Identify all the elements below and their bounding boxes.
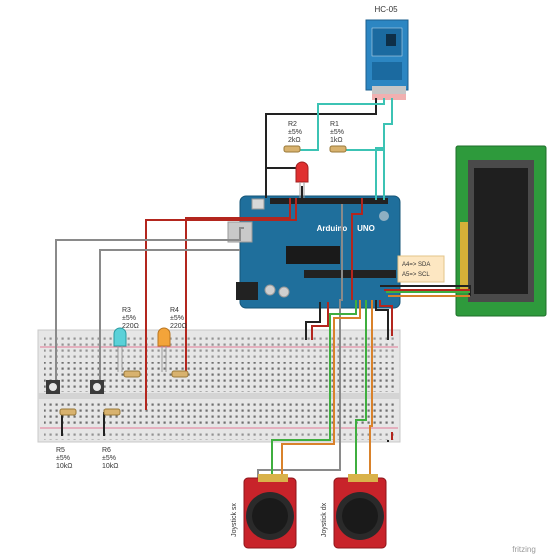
r1-name: R1 [330,121,339,128]
arduino-uno-board: Arduino UNO [227,195,401,309]
r4-value: 220Ω [170,323,187,330]
resistor-r6: R6 ±5% 10kΩ [102,408,121,470]
lcd-note-line2: A5=> SCL [402,272,430,278]
hc05-title: HC-05 [374,5,398,14]
arduino-model-label: UNO [357,224,375,233]
arduino-brand-label: Arduino [317,224,348,233]
r3-name: R3 [122,307,131,314]
resistor-r2: R2 ±5% 2kΩ [283,121,302,153]
r4-tolerance: ±5% [170,315,184,322]
r1-tolerance: ±5% [330,129,344,136]
push-button-right [90,380,104,394]
push-button-left [46,380,60,394]
joystick-left: Joystick sx [231,474,297,549]
r2-name: R2 [288,121,297,128]
resistor-r5: R5 ±5% 10kΩ [56,408,77,470]
joystick-left-label: Joystick sx [231,503,238,537]
resistor-r3: R3 ±5% 220Ω [122,307,141,378]
hc05-bluetooth-module: HC-05 [365,5,409,100]
r5-value: 10kΩ [56,463,73,470]
r5-name: R5 [56,447,65,454]
r1-value: 1kΩ [330,137,343,144]
joystick-right: Joystick dx [321,474,387,549]
fritzing-watermark: fritzing [512,545,536,554]
r6-name: R6 [102,447,111,454]
lcd-display-module [455,145,547,317]
wires [55,98,471,480]
r2-tolerance: ±5% [288,129,302,136]
r4-name: R4 [170,307,179,314]
r3-tolerance: ±5% [122,315,136,322]
r3-value: 220Ω [122,323,139,330]
r6-tolerance: ±5% [102,455,116,462]
r2-value: 2kΩ [288,137,301,144]
orange-led [157,327,171,372]
lcd-i2c-note: A4=> SDA A5=> SCL [397,255,445,283]
red-led [295,161,309,198]
resistor-r1: R1 ±5% 1kΩ [329,121,347,153]
lcd-note-line1: A4=> SDA [402,262,430,268]
cyan-led [113,327,127,372]
r6-value: 10kΩ [102,463,119,470]
r5-tolerance: ±5% [56,455,70,462]
joystick-right-label: Joystick dx [321,502,328,537]
resistor-r4: R4 ±5% 220Ω [170,307,189,378]
